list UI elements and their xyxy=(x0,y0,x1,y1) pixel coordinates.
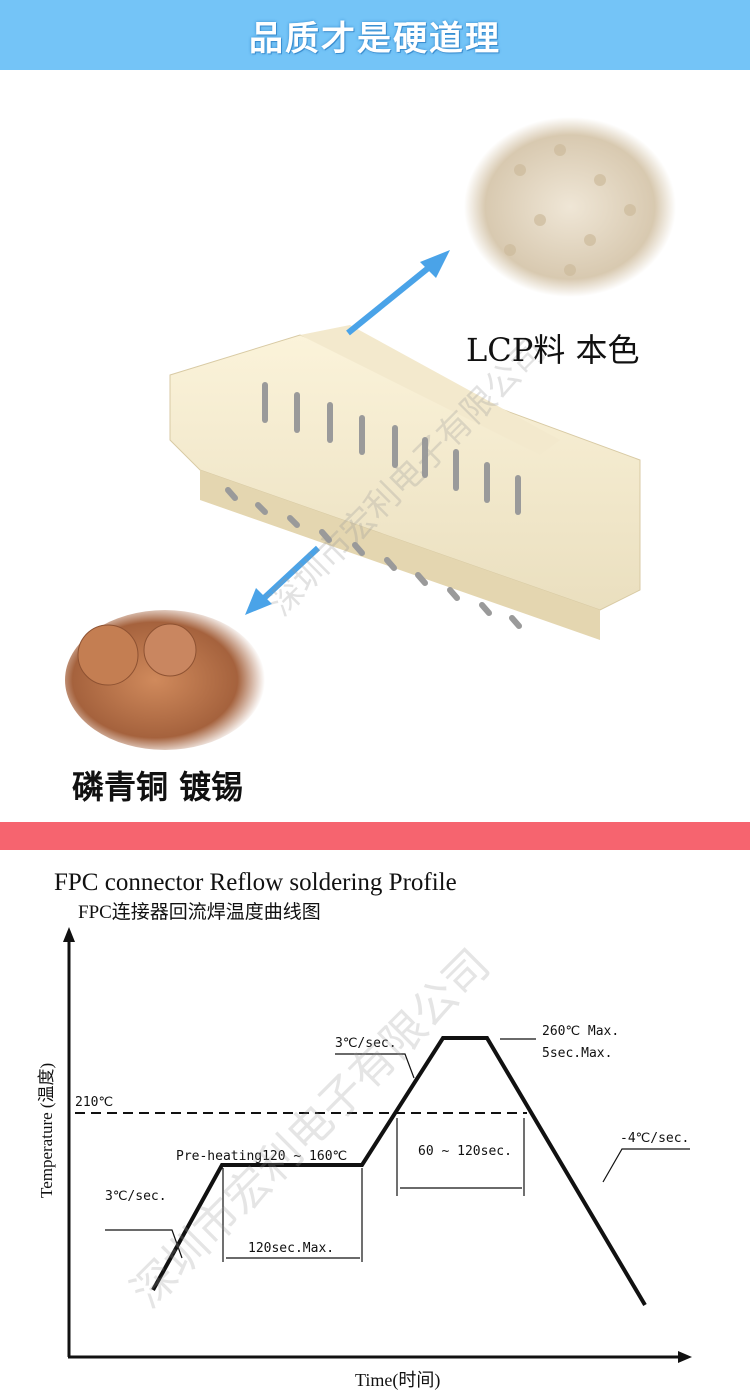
peak-label: 260℃ Max. xyxy=(542,1024,619,1039)
arrow-to-pellets xyxy=(346,262,434,336)
preheat-label: Pre-heating120 ~ 160℃ xyxy=(176,1149,347,1164)
product-illustration xyxy=(65,117,676,750)
y-axis-arrow-icon xyxy=(63,927,75,942)
reference-line-label: 210℃ xyxy=(75,1095,113,1110)
title-banner: 品质才是硬道理 xyxy=(0,0,750,70)
arrow-to-copper xyxy=(259,545,321,603)
lcp-pellets-image xyxy=(464,117,676,297)
ramp1-label: 3℃/sec. xyxy=(105,1189,167,1204)
y-axis-label: Temperature (温度) xyxy=(37,1063,56,1198)
chart-subtitle: FPC连接器回流焊温度曲线图 xyxy=(78,901,321,923)
terminal-label: 磷青铜 镀锡 xyxy=(72,768,244,806)
temperature-profile-line xyxy=(151,1036,647,1307)
x-axis-arrow-icon xyxy=(678,1351,692,1363)
cooling-label: -4℃/sec. xyxy=(620,1131,689,1146)
section-divider xyxy=(0,822,750,850)
preheat-time-label: 120sec.Max. xyxy=(248,1241,334,1256)
reflow-time-label: 60 ~ 120sec. xyxy=(418,1144,512,1159)
chart-watermark: 深圳市宏利电子有限公司 xyxy=(122,939,500,1317)
peak-time-label: 5sec.Max. xyxy=(542,1046,612,1061)
ramp2-label: 3℃/sec. xyxy=(335,1036,397,1051)
chart-title: FPC connector Reflow soldering Profile xyxy=(54,869,457,896)
x-axis-label: Time(时间) xyxy=(355,1370,440,1391)
banner-title: 品质才是硬道理 xyxy=(249,18,501,59)
material-label: LCP料 本色 xyxy=(466,331,640,369)
